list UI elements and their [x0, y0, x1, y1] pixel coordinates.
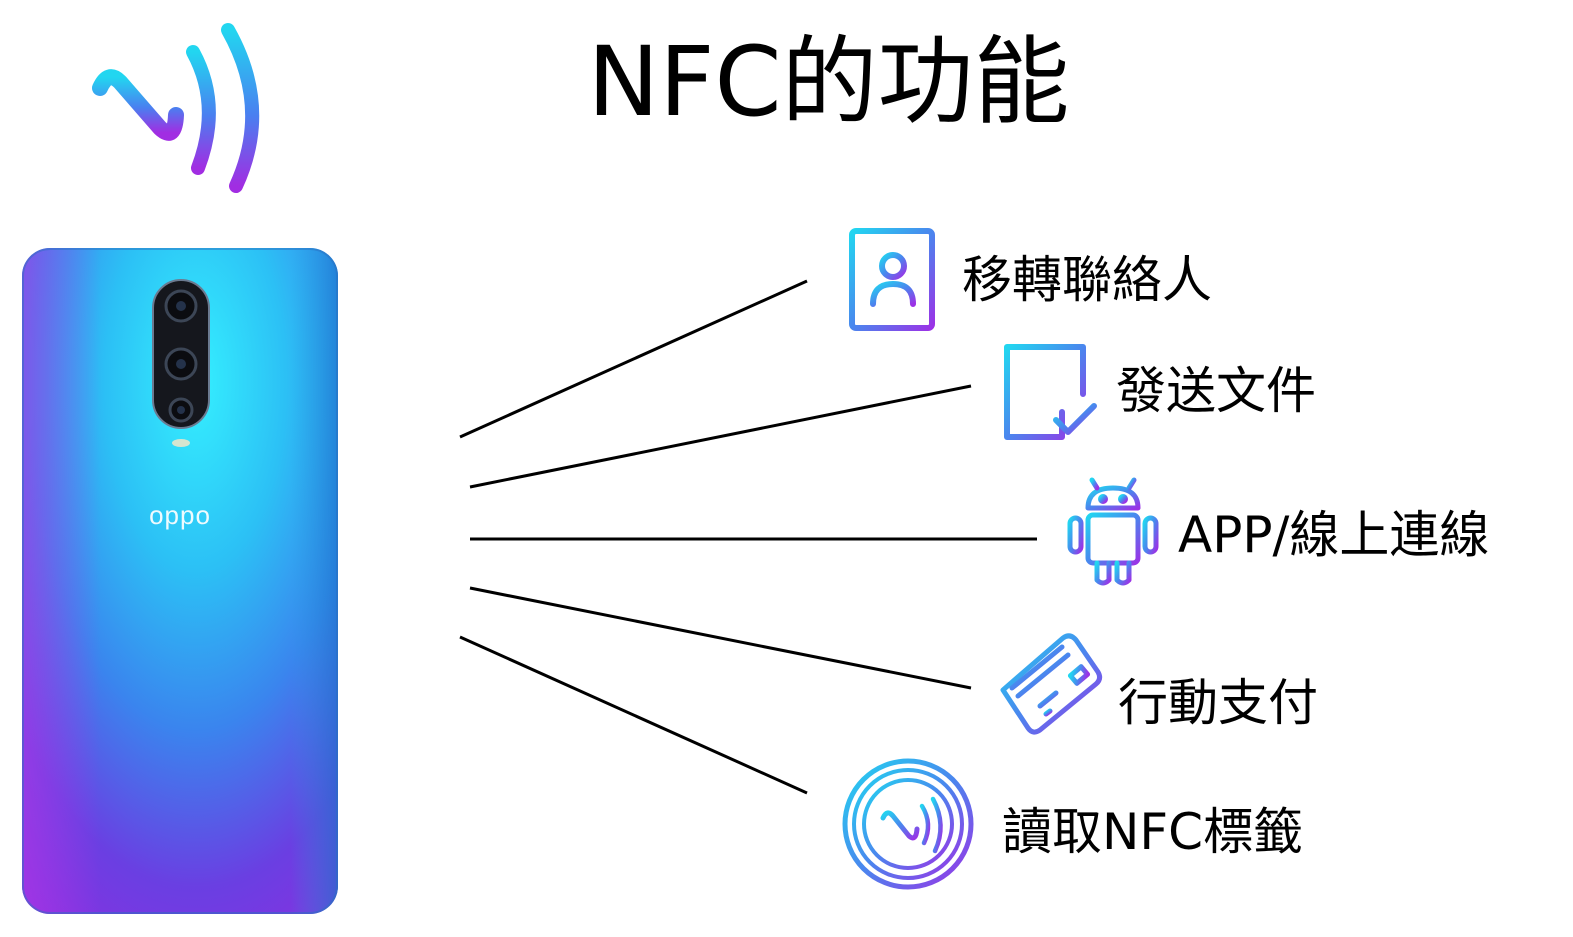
nfc-logo-icon: [92, 23, 260, 193]
feature-label-app: APP/線上連線: [1178, 506, 1490, 564]
android-icon: [1067, 477, 1159, 586]
feature-label-payment: 行動支付: [1118, 674, 1318, 732]
document-check-icon: [1004, 344, 1097, 440]
connector-line-nfc-tag: [459, 635, 808, 795]
phone-brand-logo: oppo: [149, 500, 211, 530]
page-title: NFC的功能: [587, 26, 1070, 138]
feature-label-documents: 發送文件: [1116, 362, 1316, 420]
phone-image: oppo: [22, 248, 338, 914]
feature-label-contacts: 移轉聯絡人: [962, 251, 1212, 309]
connector-line-contacts: [459, 279, 808, 439]
feature-label-nfc-tag: 讀取NFC標籤: [1002, 803, 1304, 861]
payment-card-icon: [1000, 633, 1103, 744]
flash-icon: [172, 439, 190, 447]
camera-module: [152, 279, 210, 429]
connector-line-payment: [469, 586, 972, 690]
connector-lines: [459, 279, 1037, 795]
contacts-book-icon: [837, 228, 935, 331]
nfc-tag-icon: [842, 758, 974, 890]
connector-line-documents: [469, 384, 972, 489]
